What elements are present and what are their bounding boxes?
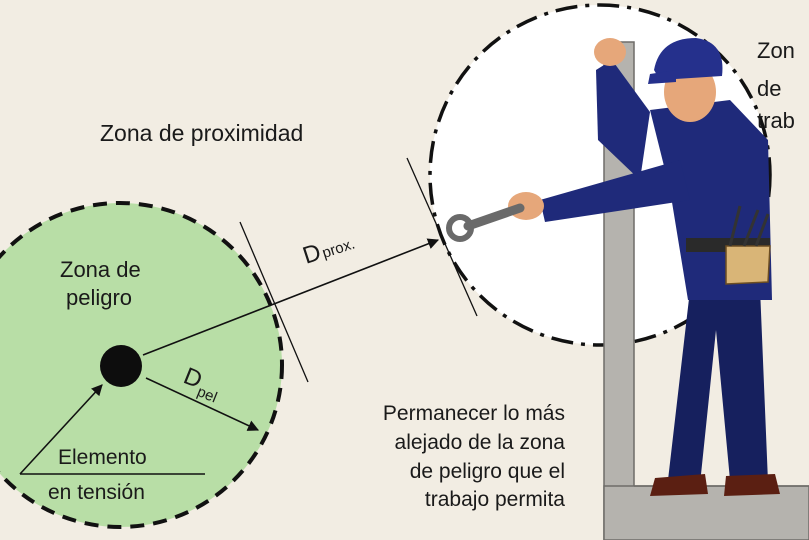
d-prox-arrow — [142, 238, 440, 356]
d-pel-subscript: pel — [195, 383, 220, 406]
proximity-boundary-line — [239, 221, 309, 383]
d-prox-subscript: prox. — [320, 235, 357, 261]
d-prox-main: D — [300, 239, 325, 270]
live-element — [100, 345, 142, 387]
work-zone-label-line1: Zon — [757, 38, 795, 63]
element-pointer-arrow — [19, 384, 103, 475]
danger-zone-label-line2: peligro — [66, 285, 132, 310]
work-zone-label-line2: de — [757, 76, 781, 101]
d-pel-arrow — [145, 377, 260, 431]
danger-zone-label-line1: Zona de — [60, 257, 141, 282]
work-zone-label-line3: trab — [757, 108, 795, 133]
d-prox-label: D prox. — [300, 235, 358, 269]
worker-figure — [446, 38, 780, 496]
element-label-line2: en tensión — [48, 481, 145, 504]
work-boundary-line — [406, 157, 478, 317]
proximity-zone-label: Zona de proximidad — [100, 120, 303, 146]
advice-text-line4: trabajo permita — [425, 488, 565, 511]
element-label-line1: Elemento — [58, 446, 147, 469]
advice-text-line2: alejado de la zona — [395, 431, 566, 454]
advice-text-line3: de peligro que el — [410, 460, 565, 483]
advice-text-line1: Permanecer lo más — [383, 402, 565, 425]
